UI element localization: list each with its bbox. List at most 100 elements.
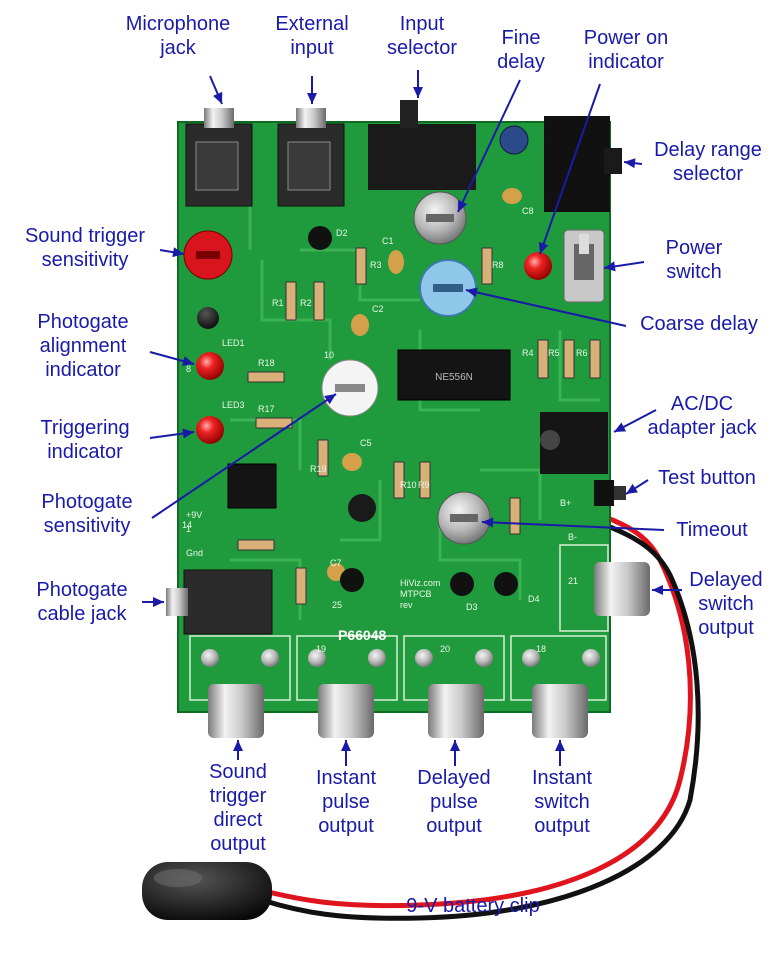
silk-label: R8 xyxy=(492,260,504,270)
leds xyxy=(196,252,552,444)
arrow-test-button xyxy=(625,479,649,495)
silk-label: C1 xyxy=(382,236,394,246)
silk-label: D3 xyxy=(466,602,478,612)
silk-label: R1 xyxy=(272,298,284,308)
arrow-instant-pulse-output xyxy=(341,740,351,766)
brand-line-0: HiViz.com xyxy=(400,578,440,588)
silk-label: B+ xyxy=(560,498,571,508)
silk-label: C5 xyxy=(360,438,372,448)
silk-label: C7 xyxy=(330,558,342,568)
delay-range-selector-part xyxy=(544,116,622,212)
silk-label: B- xyxy=(568,532,577,542)
label-coarse-delay: Coarse delay xyxy=(640,313,758,335)
timeout-pot-part xyxy=(437,491,491,545)
arrow-photogate-alignment-indicator xyxy=(149,351,195,366)
silk-label: 21 xyxy=(568,576,578,586)
arrow-photogate-cable-jack xyxy=(142,597,164,607)
silk-label: D2 xyxy=(336,228,348,238)
silk-label: C2 xyxy=(372,304,384,314)
arrow-delay-range-selector xyxy=(623,158,643,169)
arrow-power-switch xyxy=(603,261,645,272)
battery-wires xyxy=(259,489,701,921)
silk-label: R9 xyxy=(418,480,430,490)
label-battery-clip: 9-V battery clip xyxy=(406,895,540,917)
ceramic-capacitors xyxy=(327,188,522,581)
power-switch-part xyxy=(563,229,605,303)
callout-arrows xyxy=(142,70,682,766)
ic-556: NE556N xyxy=(397,349,511,401)
silk-label: R18 xyxy=(258,358,275,368)
silk-label: LED1 xyxy=(222,338,245,348)
capacitor-part xyxy=(499,125,529,155)
brand-line-2: rev xyxy=(400,600,413,610)
silk-label: R2 xyxy=(300,298,312,308)
silk-label: R17 xyxy=(258,404,275,414)
arrow-power-on-indicator xyxy=(538,83,601,255)
ic-8pin xyxy=(227,463,277,509)
arrow-input-selector xyxy=(413,70,423,98)
silk-label: R19 xyxy=(310,464,327,474)
silk-label: 25 xyxy=(332,600,342,610)
microphone-jack-part xyxy=(185,108,253,207)
test-button-part xyxy=(594,480,626,506)
silk-label: 10 xyxy=(324,350,334,360)
arrow-sound-trigger-sensitivity xyxy=(159,247,185,258)
arrow-microphone-jack xyxy=(209,75,223,105)
coarse-delay-pot-part xyxy=(419,259,477,317)
silk-label: LED3 xyxy=(222,400,245,410)
silk-label: Gnd xyxy=(186,548,203,558)
silk-label: 8 xyxy=(186,364,191,374)
silk-label: 1 xyxy=(186,524,191,534)
part-number: P66048 xyxy=(338,627,386,643)
arrow-fine-delay xyxy=(457,79,521,213)
arrow-timeout xyxy=(481,517,665,531)
silk-label: D4 xyxy=(528,594,540,604)
ac-dc-jack-part xyxy=(540,412,608,474)
arrow-photogate-sensitivity xyxy=(151,393,337,519)
sound-sensitivity-pot-part xyxy=(183,230,233,280)
resistors xyxy=(237,247,601,605)
photogate-jack-part xyxy=(166,569,273,635)
external-input-jack-part xyxy=(277,108,345,207)
silk-label: C8 xyxy=(522,206,534,216)
silk-label: R4 xyxy=(522,348,534,358)
photogate-sensitivity-pot-part xyxy=(321,359,379,417)
rca-jacks xyxy=(201,562,650,738)
transistors xyxy=(308,226,518,596)
silk-label: 20 xyxy=(440,644,450,654)
arrow-sound-trigger-direct-output xyxy=(233,740,243,760)
battery-clip xyxy=(142,862,272,920)
silk-label: 19 xyxy=(316,644,326,654)
arrow-delayed-switch-output xyxy=(652,585,682,595)
silk-label: R10 xyxy=(400,480,417,490)
input-selector-switch-part xyxy=(368,100,476,190)
arrow-coarse-delay xyxy=(465,287,627,327)
arrow-triggering-indicator xyxy=(149,428,195,439)
silk-label: 18 xyxy=(536,644,546,654)
arrow-ac-dc-adapter-jack xyxy=(613,409,657,433)
fine-delay-pot-part xyxy=(413,191,467,245)
arrow-instant-switch-output xyxy=(555,740,565,766)
ic-label: NE556N xyxy=(435,372,473,383)
label-timeout: Timeout xyxy=(676,519,748,541)
